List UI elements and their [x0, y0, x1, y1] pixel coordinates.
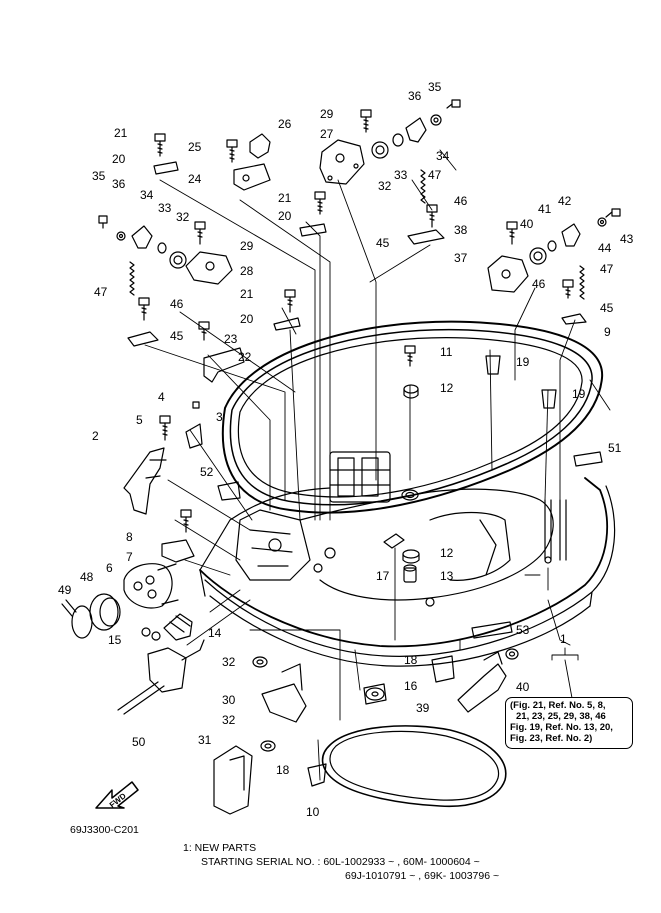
callout-34: 34 — [140, 188, 154, 202]
callout-4: 4 — [158, 390, 165, 404]
callout-44: 44 — [598, 241, 612, 255]
callout-34: 34 — [436, 149, 450, 163]
callout-29: 29 — [240, 239, 254, 253]
callout-27: 27 — [320, 127, 334, 141]
callout-35: 35 — [428, 80, 442, 94]
note-line-2: 21, 23, 25, 29, 38, 46 — [516, 711, 606, 722]
callout-8: 8 — [126, 530, 133, 544]
brackets-latches — [123, 117, 603, 639]
callout-26: 26 — [278, 117, 292, 131]
callout-31: 31 — [198, 733, 212, 747]
callout-42: 42 — [558, 194, 572, 208]
callout-45: 45 — [600, 301, 614, 315]
harness-parts — [61, 355, 557, 815]
callout-20: 20 — [278, 209, 292, 223]
callout-32: 32 — [222, 655, 236, 669]
callout-47: 47 — [428, 168, 442, 182]
callout-18: 18 — [404, 653, 418, 667]
callout-19: 19 — [572, 387, 586, 401]
callout-6: 6 — [106, 561, 113, 575]
callout-32: 32 — [378, 179, 392, 193]
callout-39: 39 — [416, 701, 430, 715]
callout-30: 30 — [222, 693, 236, 707]
callout-18: 18 — [276, 763, 290, 777]
callout-36: 36 — [408, 89, 422, 103]
bottom-cowling — [199, 320, 616, 667]
callout-19: 19 — [516, 355, 530, 369]
springs — [129, 169, 585, 300]
figure-code: 69J3300-C201 — [70, 824, 139, 836]
callout-43: 43 — [620, 232, 634, 246]
leader-lines — [144, 149, 611, 781]
fwd-label: FWD — [108, 791, 128, 809]
callout-13: 13 — [440, 569, 454, 583]
callout-45: 45 — [376, 236, 390, 250]
callout-12: 12 — [440, 546, 454, 560]
callout-41: 41 — [538, 202, 552, 216]
callout-23: 23 — [224, 332, 238, 346]
footer-line-2: STARTING SERIAL NO. : 60L-1002933 ~ , 60… — [201, 856, 480, 868]
callout-20: 20 — [112, 152, 126, 166]
callout-15: 15 — [108, 633, 122, 647]
callout-21: 21 — [278, 191, 292, 205]
callout-7: 7 — [126, 550, 133, 564]
callout-37: 37 — [454, 251, 468, 265]
callout-24: 24 — [188, 172, 202, 186]
note-line-3: Fig. 19, Ref. No. 13, 20, — [510, 722, 613, 733]
callout-49: 49 — [58, 583, 72, 597]
callout-9: 9 — [604, 325, 611, 339]
callout-51: 51 — [608, 441, 622, 455]
callout-12: 12 — [440, 381, 454, 395]
callout-48: 48 — [80, 570, 94, 584]
callout-20: 20 — [240, 312, 254, 326]
note-line-1: (Fig. 21, Ref. No. 5, 8, — [510, 700, 606, 711]
callout-25: 25 — [188, 140, 202, 154]
callout-29: 29 — [320, 107, 334, 121]
callout-46: 46 — [454, 194, 468, 208]
callout-22: 22 — [238, 350, 252, 364]
callout-53: 53 — [516, 623, 530, 637]
callout-32: 32 — [222, 713, 236, 727]
callout-2: 2 — [92, 429, 99, 443]
callout-33: 33 — [394, 168, 408, 182]
callout-46: 46 — [532, 277, 546, 291]
callout-35: 35 — [92, 169, 106, 183]
note-line-4: Fig. 23, Ref. No. 2) — [510, 733, 593, 744]
footer-line-1: 1: NEW PARTS — [183, 842, 257, 854]
callout-16: 16 — [404, 679, 418, 693]
callout-21: 21 — [114, 126, 128, 140]
callout-21: 21 — [240, 287, 254, 301]
callout-47: 47 — [600, 262, 614, 276]
callout-32: 32 — [176, 210, 190, 224]
fwd-arrow — [95, 781, 139, 809]
callout-10: 10 — [306, 805, 320, 819]
callout-45: 45 — [170, 329, 184, 343]
reference-note: (Fig. 21, Ref. No. 5, 8, 21, 23, 25, 29,… — [505, 697, 633, 749]
callout-11: 11 — [440, 345, 453, 359]
callout-46: 46 — [170, 297, 184, 311]
washers-grommets — [116, 114, 607, 752]
callout-5: 5 — [136, 413, 143, 427]
callout-3: 3 — [216, 410, 223, 424]
callout-17: 17 — [376, 569, 390, 583]
callout-28: 28 — [240, 264, 254, 278]
callout-38: 38 — [454, 223, 468, 237]
callout-33: 33 — [158, 201, 172, 215]
callout-36: 36 — [112, 177, 126, 191]
footer-notes: 1: NEW PARTS STARTING SERIAL NO. : 60L-1… — [183, 841, 499, 883]
callout-50: 50 — [132, 735, 146, 749]
callout-labels: 35 36 29 26 21 25 27 34 20 32 33 47 24 3… — [58, 80, 634, 819]
callout-47: 47 — [94, 285, 108, 299]
callout-40: 40 — [516, 680, 530, 694]
footer-line-3: 69J-1010791 ~ , 69K- 1003796 ~ — [345, 870, 500, 882]
callout-52: 52 — [200, 465, 214, 479]
callout-14: 14 — [208, 626, 222, 640]
callout-1-bracket — [551, 647, 579, 699]
callout-40: 40 — [520, 217, 534, 231]
callout-1: 1 — [560, 632, 567, 646]
seal-10 — [321, 725, 507, 808]
bolts — [98, 99, 621, 533]
